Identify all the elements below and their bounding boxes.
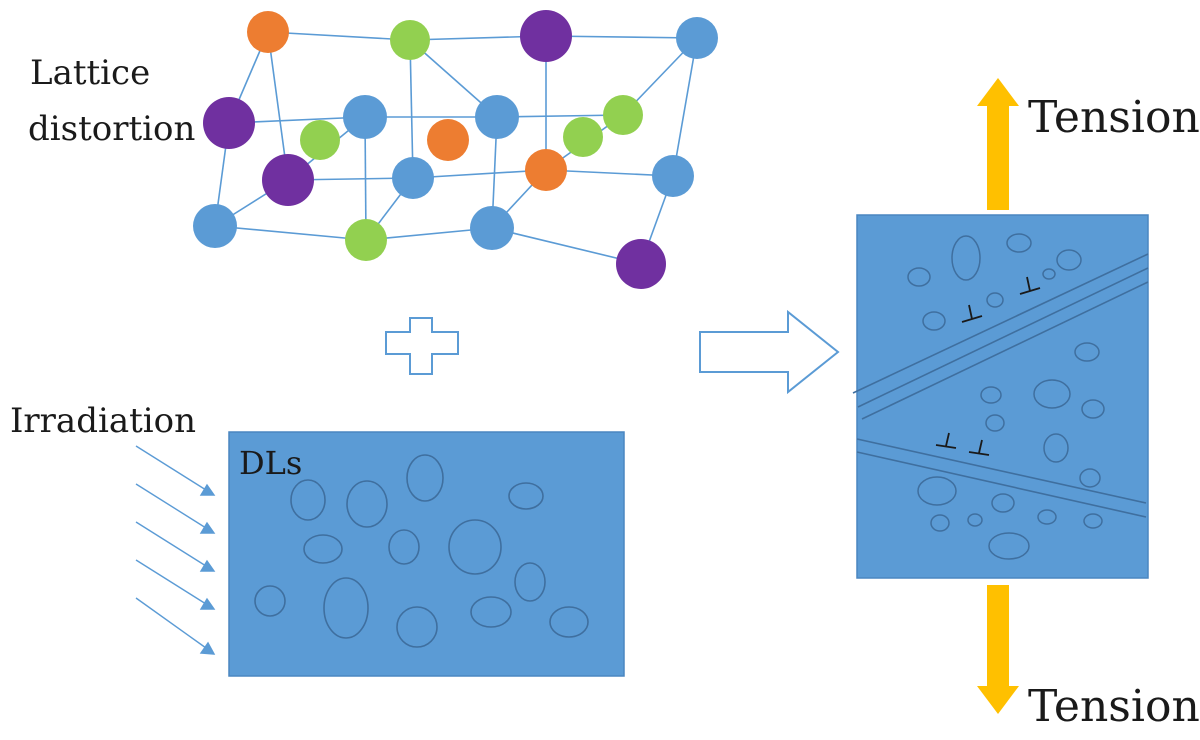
dls-block: DLs: [228, 431, 625, 677]
atom-blue: [470, 206, 514, 250]
dislocation-loops: [254, 454, 589, 648]
atom-green: [345, 219, 387, 261]
atom-purple: [520, 10, 572, 62]
strained-block-body: [856, 214, 1149, 579]
dislocation-perp-symbol-icon: [961, 304, 983, 323]
atom-purple: [203, 97, 255, 149]
dislocation-perp-symbol-icon: [1019, 276, 1041, 295]
atom-orange: [427, 119, 469, 161]
lattice-label-line2: distortion: [28, 109, 195, 149]
tension-arrow-down: [977, 585, 1019, 714]
tension-label-bottom: Tension: [1028, 681, 1200, 732]
dls-label: DLs: [239, 444, 302, 482]
hollow-plus-icon: [385, 317, 459, 375]
slip-band-upper: [852, 253, 1149, 420]
lattice-label-line1: Lattice: [30, 53, 150, 93]
irradiation-label: Irradiation: [10, 401, 196, 441]
atom-blue: [475, 95, 519, 139]
dislocation-perp-symbol-icon: [968, 439, 990, 456]
dislocation-perp-symbol-icon: [935, 432, 957, 449]
atom-green: [603, 95, 643, 135]
dislocation-symbols: [935, 276, 1041, 456]
lattice-atoms: [193, 10, 718, 289]
hollow-right-arrow-icon: [699, 309, 840, 395]
atom-blue: [392, 157, 434, 199]
tension-label-top: Tension: [1028, 92, 1200, 143]
lattice-distortion-network: [193, 10, 718, 289]
atom-orange: [525, 149, 567, 191]
atom-purple: [616, 239, 666, 289]
atom-green: [563, 117, 603, 157]
atom-blue: [343, 95, 387, 139]
strained-block: [852, 214, 1149, 579]
atom-orange: [247, 11, 289, 53]
atom-blue: [193, 204, 237, 248]
atom-purple: [262, 154, 314, 206]
dls-block-body: [228, 431, 625, 677]
irradiation-arrows: [135, 445, 216, 655]
atom-green: [300, 120, 340, 160]
atom-blue: [652, 155, 694, 197]
atom-blue: [676, 17, 718, 59]
strained-loops: [907, 233, 1105, 560]
atom-green: [390, 20, 430, 60]
slip-band-lower: [856, 438, 1147, 518]
tension-arrow-up: [977, 78, 1019, 210]
